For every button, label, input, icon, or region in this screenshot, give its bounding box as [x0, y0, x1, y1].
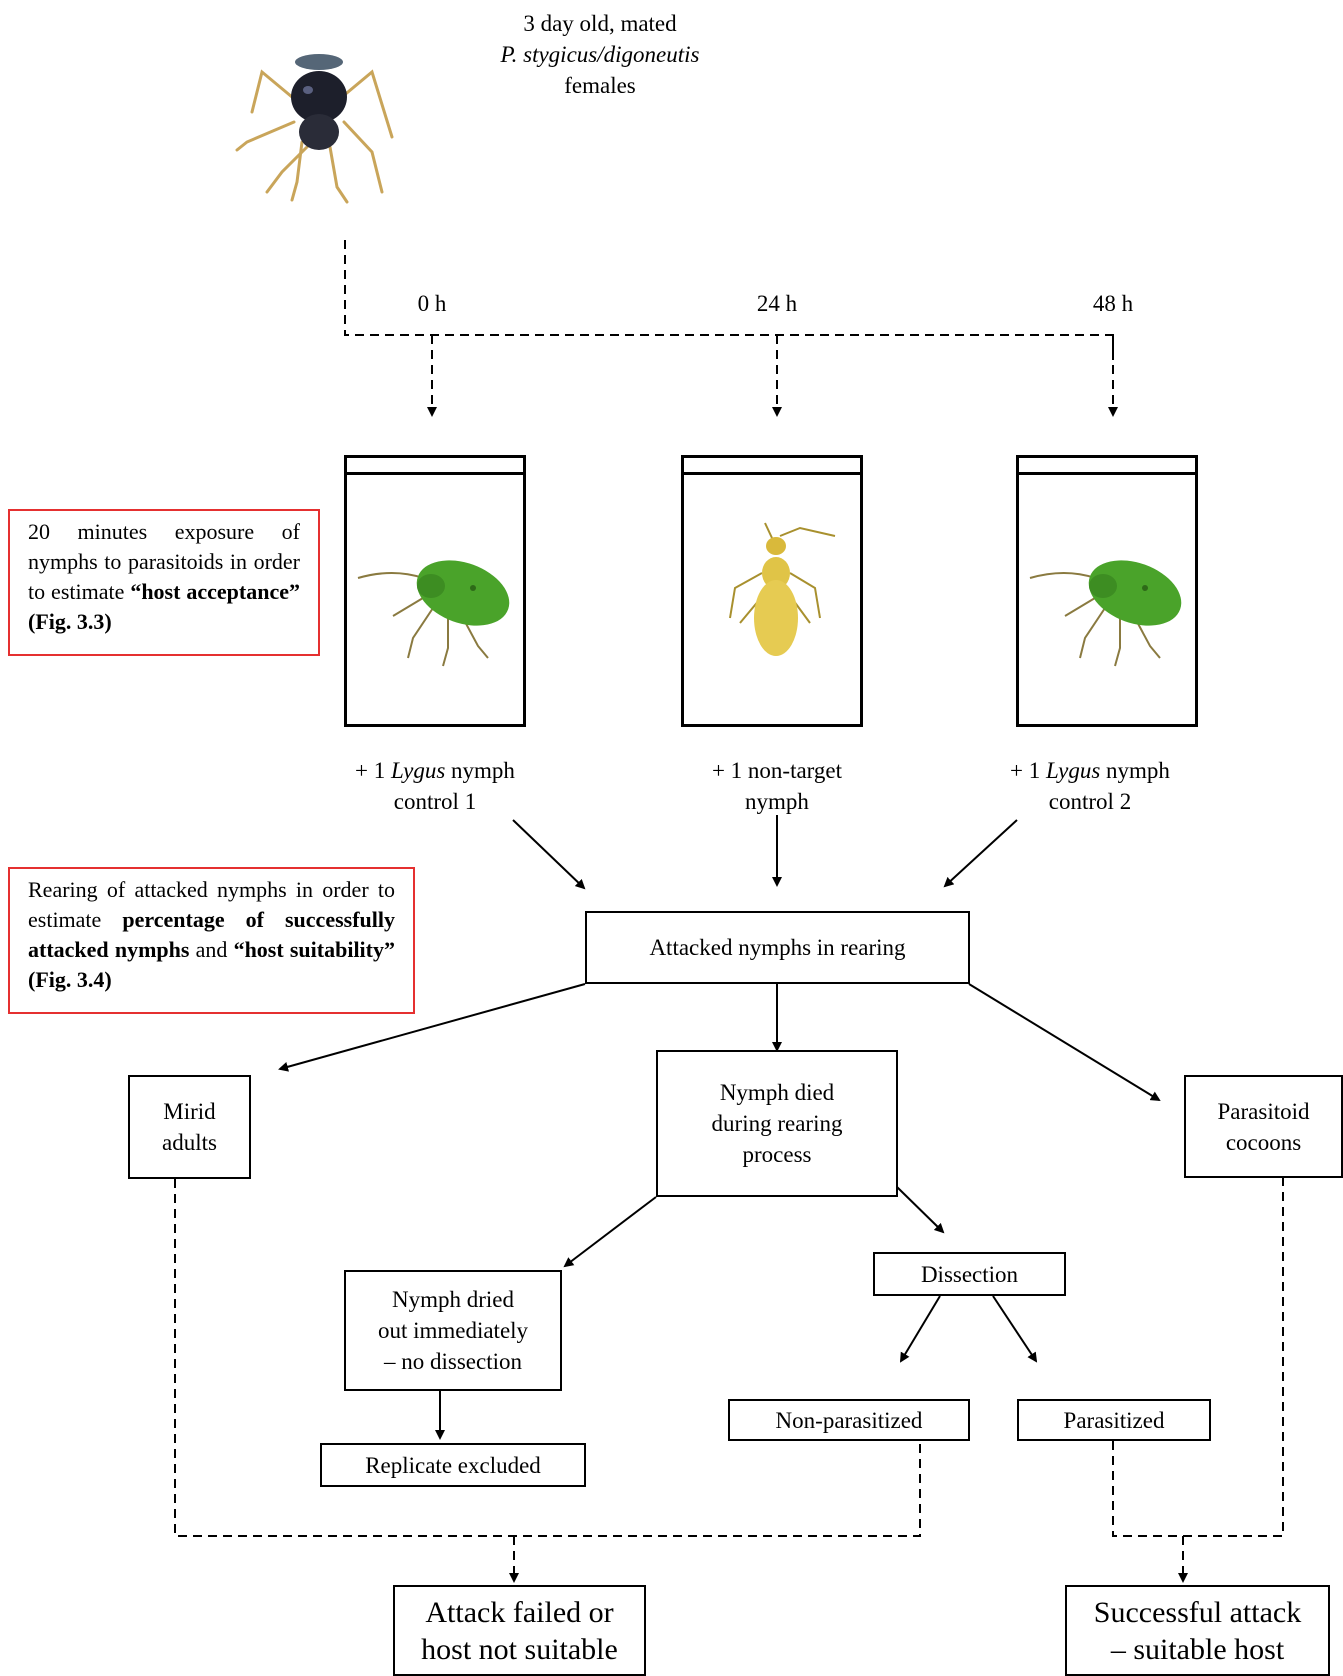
header-species: P. stygicus/digoneutis — [500, 42, 700, 67]
header-line-3: females — [564, 73, 636, 98]
nymph-died-box: Nymph died during rearing process — [656, 1050, 898, 1197]
mirid-adults-box: Mirid adults — [128, 1075, 251, 1179]
cage-1-caption: + 1 Lygus nymph control 1 — [355, 758, 515, 814]
successful-attack-box: Successful attack – suitable host — [1065, 1585, 1330, 1676]
parasitoid-cocoons-box: Parasitoid cocoons — [1184, 1075, 1343, 1178]
attacked-nymphs-box: Attacked nymphs in rearing — [585, 911, 970, 984]
outcome-connectors — [174, 1178, 1284, 1583]
replicate-excluded-box: Replicate excluded — [320, 1443, 586, 1487]
parasitoid-wasp-image — [235, 54, 394, 204]
cage-3-caption: + 1 Lygus nymph control 2 — [1010, 758, 1170, 814]
lygus-nymph-image — [1029, 560, 1182, 667]
time-label-24h: 24 h — [756, 291, 798, 316]
cage-control-1 — [344, 455, 526, 727]
dissection-box: Dissection — [873, 1252, 1066, 1296]
time-label-48h: 48 h — [1092, 291, 1134, 316]
cage-lid — [1019, 472, 1195, 475]
parasitized-box: Parasitized — [1017, 1399, 1211, 1441]
time-label-0h: 0 h — [417, 291, 447, 316]
non-parasitized-box: Non-parasitized — [728, 1399, 970, 1441]
host-suitability-note: Rearing of attacked nymphs in order to e… — [8, 867, 415, 1014]
cage-lid — [347, 472, 523, 475]
cage-lid — [684, 472, 860, 475]
nymph-dried-box: Nymph dried out immediately – no dissect… — [344, 1270, 562, 1391]
host-acceptance-note: 20 minutes exposure of nymphs to parasit… — [8, 509, 320, 656]
attack-failed-box: Attack failed or host not suitable — [393, 1585, 646, 1676]
non-target-nymph-image — [729, 522, 836, 656]
header-caption: 3 day old, mated P. stygicus/digoneutis … — [440, 8, 760, 101]
cage-control-2 — [1016, 455, 1198, 727]
lygus-nymph-image — [357, 560, 510, 667]
cage-2-caption: + 1 non-target nymph — [711, 758, 843, 814]
header-line-1: 3 day old, mated — [523, 11, 677, 36]
timeline-connector — [344, 240, 1118, 417]
solid-arrows — [278, 815, 1161, 1440]
cage-non-target — [681, 455, 863, 727]
